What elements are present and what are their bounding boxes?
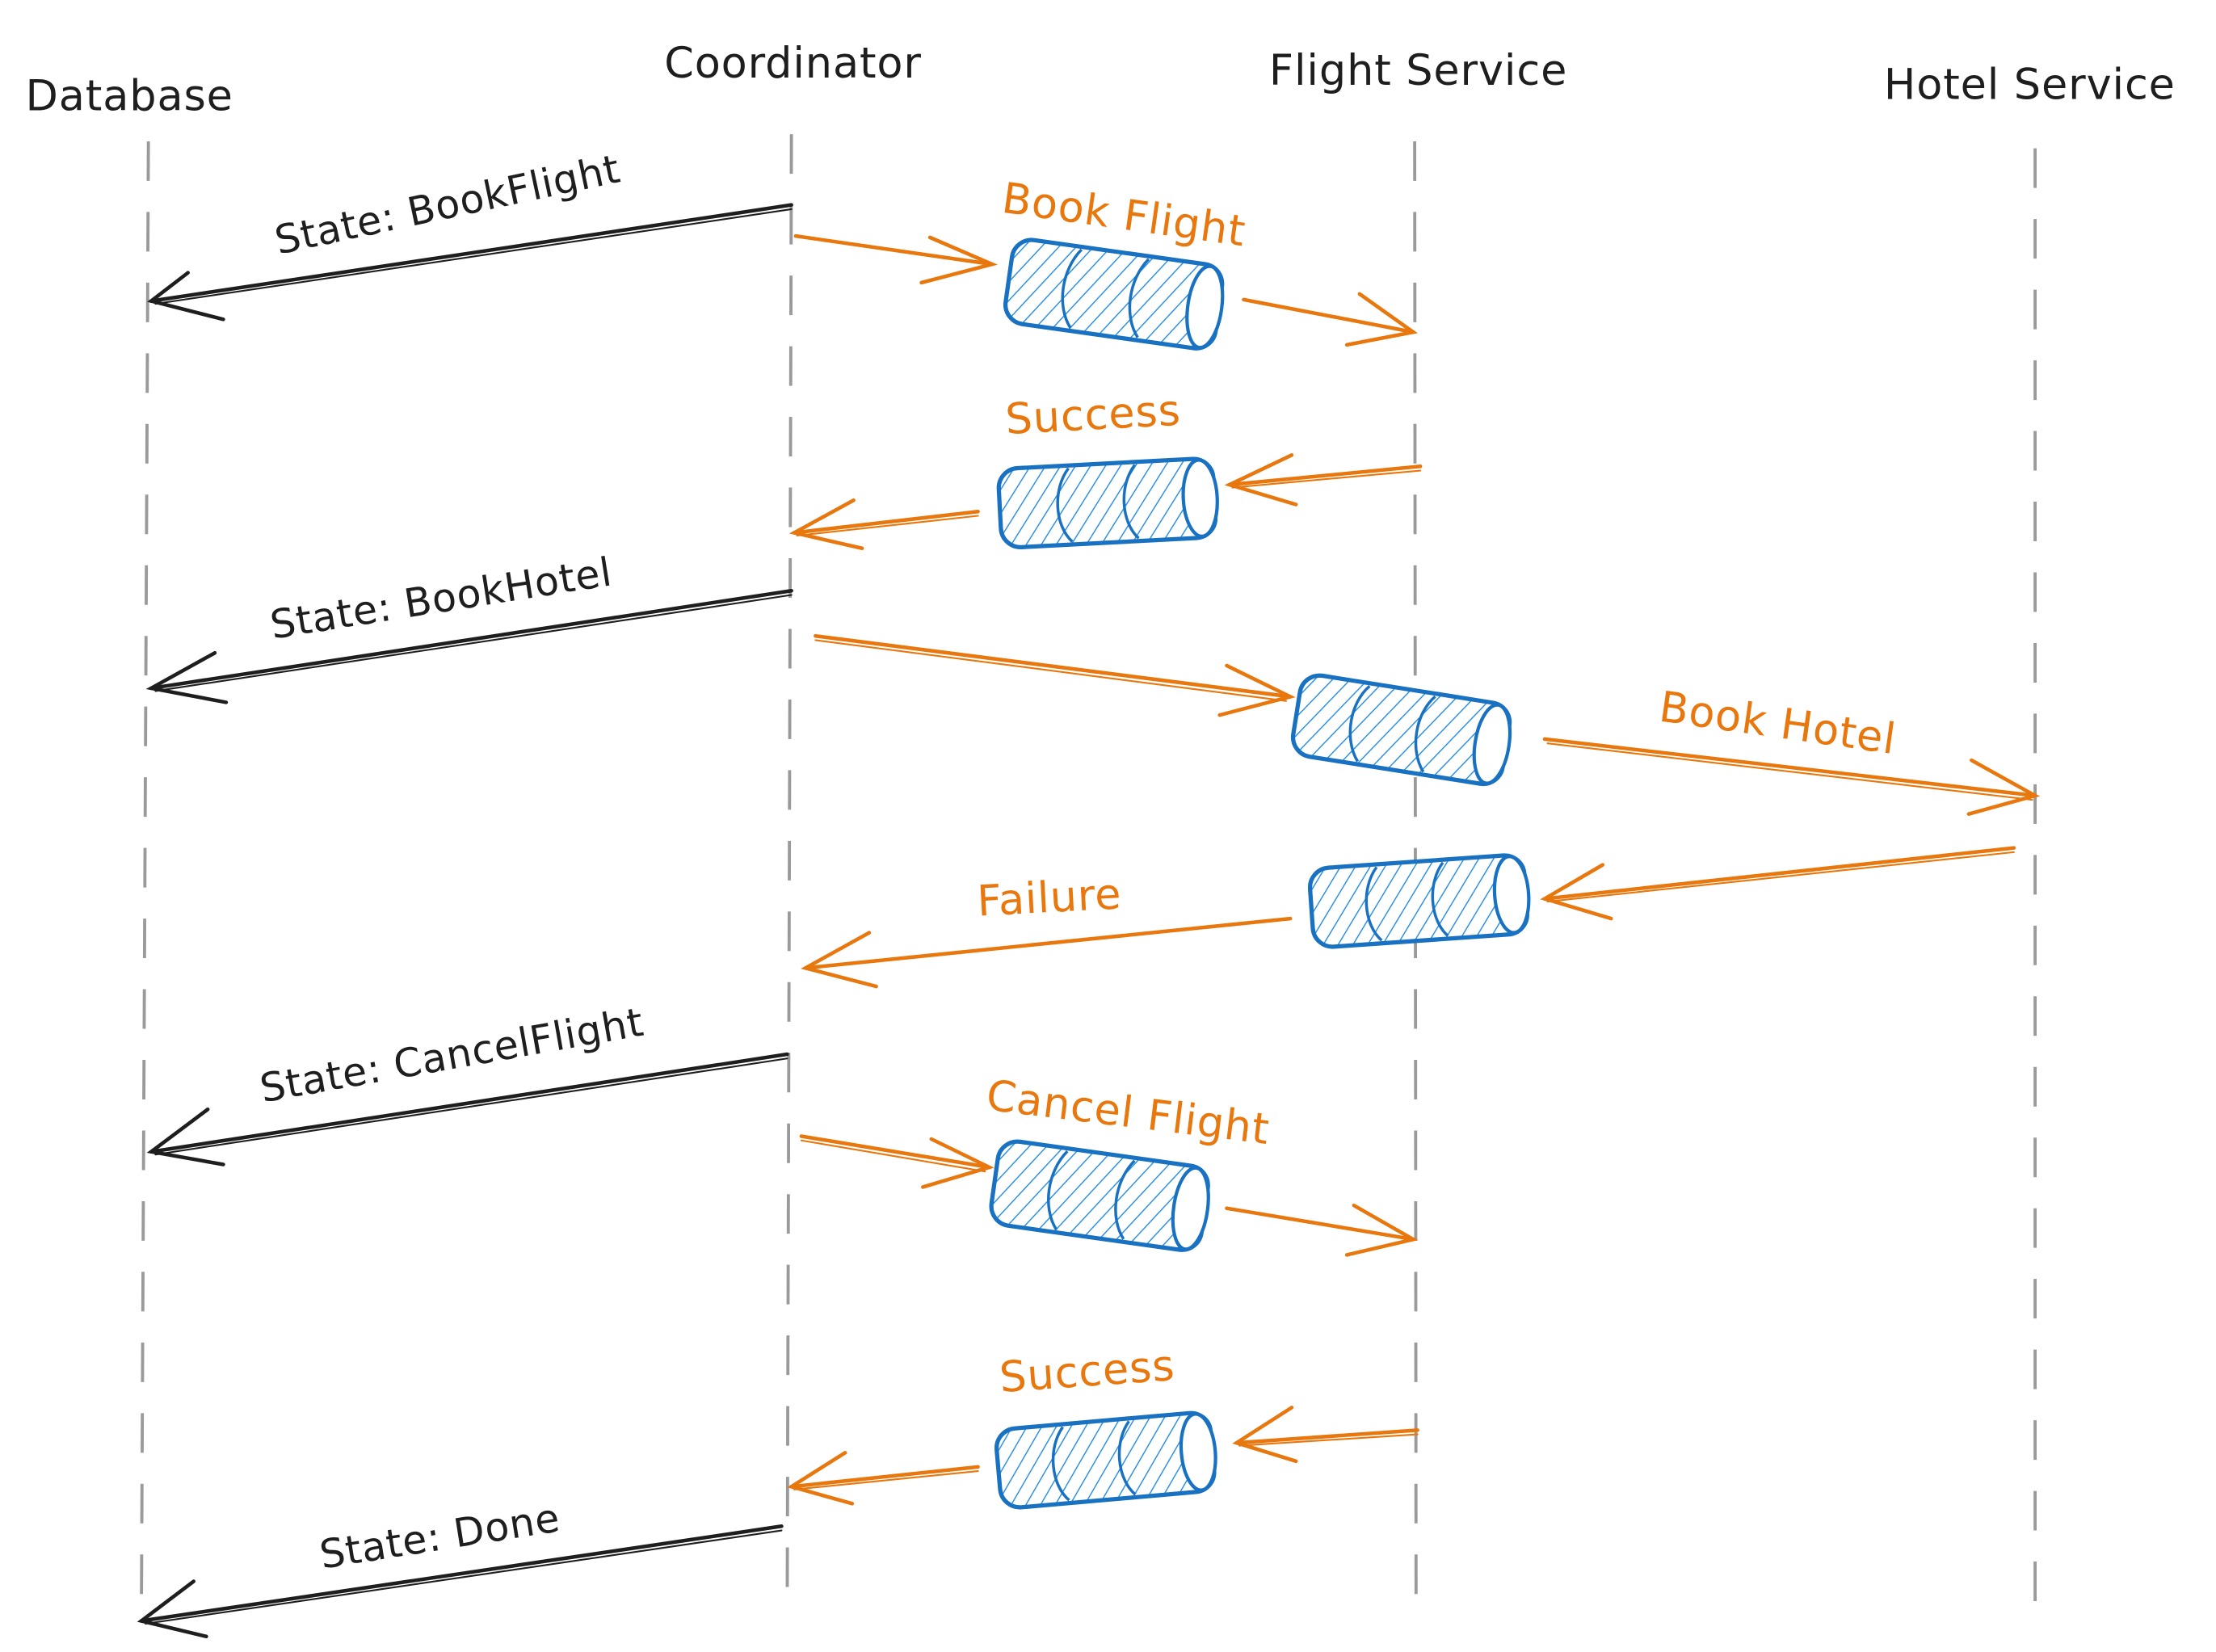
arrow-line-sketch bbox=[800, 1139, 986, 1173]
arrow-line bbox=[149, 588, 793, 691]
arrow-line-sketch bbox=[1546, 851, 2015, 903]
arrow-line bbox=[149, 1052, 789, 1154]
arrow-head-icon bbox=[1344, 1203, 1419, 1257]
arrow-line bbox=[149, 203, 793, 303]
lifeline-coordinator bbox=[785, 134, 793, 1614]
arrow-line-sketch bbox=[814, 639, 1287, 702]
arrow-head-icon bbox=[147, 271, 225, 322]
arrow-head-icon bbox=[801, 931, 878, 989]
arrow-line-sketch bbox=[1231, 469, 1422, 489]
arrow-line bbox=[789, 1465, 980, 1489]
arrow-line-sketch bbox=[154, 208, 793, 305]
arrow-line-sketch bbox=[154, 1057, 788, 1156]
arrow-head-icon bbox=[919, 235, 999, 285]
arrow-head-icon bbox=[146, 1107, 225, 1166]
queue-icon bbox=[1307, 853, 1531, 949]
message-state-bookflight: State: BookFlight bbox=[147, 145, 793, 322]
arrow-head-icon bbox=[1232, 1406, 1298, 1464]
queue-icon bbox=[989, 1139, 1210, 1252]
arrow-line bbox=[1542, 737, 2037, 798]
arrow-head-icon bbox=[1540, 863, 1613, 921]
queue-icon bbox=[1290, 673, 1512, 787]
arrow-head-icon bbox=[787, 1451, 855, 1506]
message-book-flight: Book Flight bbox=[793, 174, 1419, 351]
message-label: Success bbox=[1004, 386, 1182, 444]
arrow-line-sketch bbox=[1238, 1433, 1419, 1447]
message-state-done: State: Done bbox=[137, 1494, 784, 1639]
participant-hotel-service-label: Hotel Service bbox=[1884, 60, 2176, 109]
queue-icon bbox=[996, 456, 1219, 549]
arrow-line-sketch bbox=[154, 594, 793, 692]
arrow-head-icon bbox=[921, 1137, 994, 1189]
participant-headers: Database Coordinator Flight Service Hote… bbox=[25, 39, 2176, 120]
message-failure: Failure bbox=[801, 846, 2016, 989]
arrow-line bbox=[803, 916, 1293, 970]
arrow-head-icon bbox=[788, 498, 864, 551]
lifeline-database bbox=[140, 141, 150, 1625]
arrow-head-icon bbox=[145, 650, 229, 704]
arrow-head-icon bbox=[1344, 292, 1419, 347]
arrow-line bbox=[1542, 846, 2016, 901]
arrow-head-icon bbox=[1217, 663, 1296, 717]
participant-flight-service-label: Flight Service bbox=[1269, 46, 1567, 95]
arrow-line bbox=[793, 233, 994, 267]
arrow-line bbox=[799, 1134, 991, 1170]
queue-icon bbox=[994, 1410, 1217, 1510]
arrow-line bbox=[1225, 1206, 1415, 1242]
message-success-2: Success bbox=[787, 1341, 1419, 1510]
message-label: State: BookFlight bbox=[271, 145, 624, 263]
arrow-line-sketch bbox=[1546, 742, 2033, 801]
message-book-hotel: Book Hotel bbox=[814, 633, 2041, 816]
arrow-head-icon bbox=[137, 1579, 208, 1639]
participant-coordinator-label: Coordinator bbox=[664, 39, 922, 88]
message-state-bookhotel: State: BookHotel bbox=[145, 549, 793, 704]
arrow-head-icon bbox=[1966, 758, 2041, 816]
arrow-head-icon bbox=[1224, 453, 1298, 507]
arrow-line bbox=[814, 633, 1293, 699]
arrow-line bbox=[792, 509, 980, 535]
arrow-line bbox=[1242, 297, 1415, 334]
participant-database-label: Database bbox=[25, 71, 233, 120]
arrow-line-sketch bbox=[793, 1470, 979, 1490]
arrow-line bbox=[1234, 1428, 1419, 1445]
arrow-line bbox=[139, 1524, 784, 1623]
message-label: Success bbox=[998, 1341, 1176, 1402]
message-state-cancelflight: State: CancelFlight bbox=[146, 999, 789, 1166]
message-label: Failure bbox=[976, 869, 1123, 926]
message-label: State: BookHotel bbox=[267, 549, 616, 648]
message-success-1: Success bbox=[788, 386, 1423, 551]
queue-icon bbox=[1003, 238, 1225, 351]
arrow-line bbox=[1227, 464, 1423, 487]
arrow-line-sketch bbox=[145, 1529, 783, 1625]
message-label: Book Hotel bbox=[1656, 683, 1899, 764]
arrow-line-sketch bbox=[796, 515, 979, 537]
message-cancel-flight: Cancel Flight bbox=[799, 1071, 1419, 1257]
message-label: State: CancelFlight bbox=[257, 999, 647, 1112]
